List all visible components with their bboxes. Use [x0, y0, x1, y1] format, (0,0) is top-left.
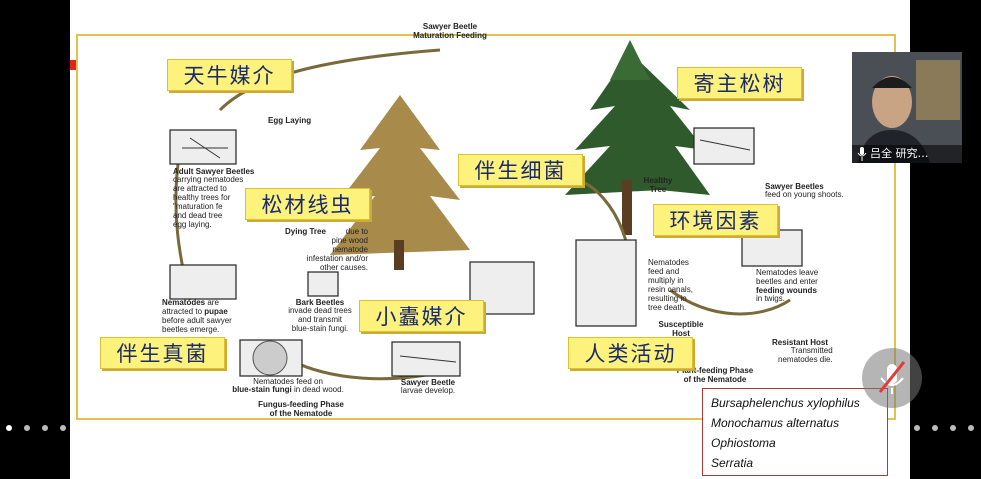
label-dying-tree: Dying Tree [285, 227, 326, 236]
species-item: Serratia [711, 456, 754, 470]
species-item: Bursaphelenchus xylophilus [711, 396, 860, 410]
page-dot[interactable] [42, 425, 48, 431]
participant-video-tile[interactable]: 吕全 研究… [852, 52, 962, 163]
label-nematodes-feed-fungi: Nematodes feed on [253, 377, 323, 386]
page-dot[interactable] [914, 425, 920, 431]
label-egg-laying: Egg Laying [268, 116, 312, 125]
label-nematodes-leave: Nematodes leave beetles and enter [756, 268, 819, 286]
label-susceptible-host: Susceptible Host [658, 320, 704, 338]
label-fungus-phase: Fungus-feeding Phase of the Nematode [258, 400, 344, 418]
label-nematodes-pupae-part4: pupae [204, 307, 228, 316]
page-dot[interactable] [950, 425, 956, 431]
label-adult-sawyer-desc: carrying nematodes are attracted to heal… [173, 175, 244, 229]
participant-name: 吕全 研究… [870, 147, 929, 160]
label-nematodes-pupae-part2: are [207, 298, 219, 307]
label-healthy-tree: Healthy Tree [643, 176, 673, 194]
label-sawyer-feed-desc: feed on young shoots. [765, 190, 844, 199]
label-in-twigs: in twigs. [756, 294, 785, 303]
page-dot[interactable] [932, 425, 938, 431]
cn-label-sawyer-vector: 天牛媒介 [167, 59, 292, 91]
label-sawyer-larvae: Sawyer Beetle [400, 378, 456, 387]
label-nematodes-pupae-part5: before adult sawyer beetles emerge. [162, 316, 232, 334]
label-nematodes-pupae: Nematodes are attracted to pupae before … [162, 298, 262, 334]
label-blue-stain: blue-stain fungi [232, 385, 292, 394]
page-dot[interactable] [6, 425, 12, 431]
page-dot[interactable] [968, 425, 974, 431]
species-item: Ophiostoma [711, 436, 776, 450]
cn-label-associated-fungi: 伴生真菌 [100, 337, 225, 369]
label-dying-tree-desc: due to pine wood nematode infestation an… [306, 227, 368, 272]
cn-label-host-pine: 寄主松树 [677, 67, 802, 99]
label-nematodes-pupae-part3: attracted to [162, 307, 203, 316]
label-resistant-host: Resistant Host [772, 338, 829, 347]
species-item: Monochamus alternatus [711, 416, 840, 430]
slide-marker [70, 60, 76, 70]
label-in-dead-wood: in dead wood. [293, 385, 344, 394]
label-bark-beetles: Bark Beetles [295, 298, 345, 307]
label-blue-stain-line: blue-stain fungi in dead wood. [230, 385, 346, 394]
microphone-icon [857, 147, 867, 161]
healthy-pine-tree [565, 40, 710, 235]
label-feeding-wounds: feeding wounds [756, 286, 817, 295]
label-sawyer-feed: Sawyer Beetles [765, 182, 824, 191]
cn-label-environment: 环境因素 [653, 204, 778, 236]
label-maturation-feeding: Sawyer Beetle Maturation Feeding [413, 22, 487, 40]
presentation-slide: Sawyer Beetle Maturation Feeding Egg Lay… [70, 0, 910, 479]
cn-label-human-activity: 人类活动 [568, 337, 693, 369]
cn-label-associated-bacteria: 伴生细菌 [458, 154, 583, 186]
cn-label-pine-wood-nematode: 松材线虫 [245, 188, 370, 220]
sawyer-beetle-drawings [182, 137, 751, 363]
species-list: Bursaphelenchus xylophilus Monochamus al… [702, 388, 888, 476]
participant-name-bar: 吕全 研究… [852, 145, 962, 163]
label-bark-beetles-desc: invade dead trees and transmit blue-stai… [288, 306, 352, 333]
label-adult-sawyer: Adult Sawyer Beetles [173, 167, 255, 176]
page-dot[interactable] [24, 425, 30, 431]
microphone-muted-icon [878, 361, 906, 394]
label-nematodes-pupae-part1: Nematodes [162, 298, 206, 307]
label-nematodes-multiply: Nematodes feed and multiply in resin can… [648, 258, 693, 312]
cn-label-beetle-vector: 小蠹媒介 [359, 300, 484, 332]
label-plant-phase: Plant-feeding Phase of the Nematode [676, 366, 754, 384]
wood-cross-section [252, 340, 288, 376]
mute-microphone-button[interactable] [862, 348, 922, 408]
label-larvae-develop: larvae develop. [400, 386, 456, 395]
page-dot[interactable] [60, 425, 66, 431]
label-resistant-host-desc: Transmitted nematodes die. [778, 346, 833, 364]
diagram-frame [76, 34, 896, 420]
